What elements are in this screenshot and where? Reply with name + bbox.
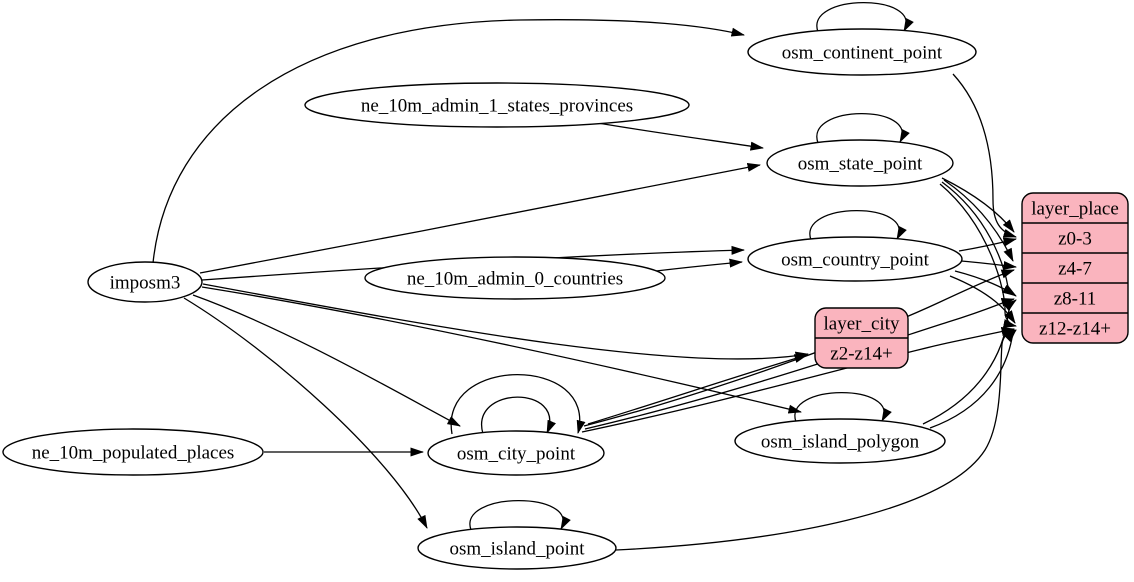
node-ne_10m_populated_places: ne_10m_populated_places (2, 428, 264, 476)
node-ne_10m_admin_1_states_provinces: ne_10m_admin_1_states_provinces (304, 82, 690, 128)
edge-imposm3-to-osm_island_point (183, 297, 428, 529)
edge-imposm3-to-osm_continent_point (152, 19, 745, 264)
record-row-label-layer_place-layer_place: layer_place (1031, 199, 1119, 220)
edge-ne_10m_admin_1_states_provinces-to-osm_state_point (591, 121, 764, 151)
edge-osm_city_point-to-layer_place-z4-7 (583, 269, 1015, 427)
node-ellipse-osm_continent_point (747, 28, 977, 76)
record-row-label-layer_place-z12-z14+: z12-z14+ (1039, 319, 1111, 340)
edge-ne_10m_admin_0_countries-to-osm_country_point (647, 258, 743, 273)
node-label-osm_country_point: osm_country_point (781, 250, 929, 271)
edge-osm_country_point-to-layer_place-z12-z14+ (949, 275, 1016, 324)
record-row-label-layer_place-z8-11: z8-11 (1054, 289, 1097, 310)
node-layer_place: layer_place z0-3 z4-7 z8-11 z12-z14+ (1021, 192, 1129, 344)
node-ellipse-ne_10m_admin_0_countries (364, 256, 666, 300)
node-osm_country_point: osm_country_point (747, 236, 963, 282)
edge-osm_country_point-to-layer_place-z0-3 (958, 237, 1017, 252)
node-ellipse-ne_10m_populated_places (2, 428, 264, 476)
edge-osm_state_point-to-layer_place-z0-3 (941, 177, 1015, 233)
edge-imposm3-to-osm_city_point (192, 294, 461, 427)
record-row-label-layer_place-z0-3: z0-3 (1058, 229, 1092, 250)
edge-osm_state_point-to-osm_state_point (816, 113, 910, 144)
node-label-ne_10m_admin_0_countries: ne_10m_admin_0_countries (407, 269, 623, 290)
edge-osm_continent_point-to-osm_continent_point (816, 2, 914, 33)
node-osm_island_point: osm_island_point (417, 526, 617, 570)
node-ellipse-osm_island_point (417, 526, 617, 570)
edge-osm_island_point-to-osm_island_point (469, 500, 571, 531)
node-imposm3: imposm3 (87, 261, 203, 303)
node-ellipse-ne_10m_admin_1_states_provinces (304, 82, 690, 128)
edge-osm_country_point-to-osm_country_point (809, 210, 907, 241)
nodes-layer: imposm3 ne_10m_admin_1_states_provincesne… (2, 28, 1129, 570)
node-ellipse-osm_state_point (766, 139, 954, 187)
edge-osm_city_point-to-osm_city_point (450, 373, 586, 435)
node-label-ne_10m_populated_places: ne_10m_populated_places (32, 443, 235, 464)
edge-osm_island_polygon-to-osm_island_polygon (794, 392, 892, 423)
node-label-osm_continent_point: osm_continent_point (782, 43, 943, 64)
record-row-label-layer_city-z2-z14+: z2-z14+ (830, 344, 892, 365)
node-osm_island_polygon: osm_island_polygon (734, 418, 946, 464)
node-label-ne_10m_admin_1_states_provinces: ne_10m_admin_1_states_provinces (361, 96, 633, 117)
edge-osm_country_point-to-layer_place-z8-11 (954, 270, 1016, 296)
edge-osm_city_point-to-layer_place-z8-11 (584, 297, 1015, 430)
edges-layer (152, 2, 1017, 551)
node-ne_10m_admin_0_countries: ne_10m_admin_0_countries (364, 256, 666, 300)
node-ellipse-imposm3 (87, 261, 203, 303)
node-ellipse-osm_island_polygon (734, 418, 946, 464)
node-ellipse-osm_city_point (427, 430, 605, 476)
node-ellipse-osm_country_point (747, 236, 963, 282)
node-label-osm_city_point: osm_city_point (457, 444, 576, 465)
edge-imposm3-to-osm_state_point (199, 162, 761, 274)
edge-imposm3-to-layer_city-z2-z14+ (202, 283, 809, 361)
record-row-label-layer_city-layer_city: layer_city (824, 314, 900, 335)
node-label-osm_state_point: osm_state_point (798, 154, 923, 175)
node-label-imposm3: imposm3 (110, 273, 181, 294)
node-label-osm_island_point: osm_island_point (449, 539, 585, 560)
node-layer_city: layer_city z2-z14+ (814, 307, 909, 369)
edge-osm_city_point-to-osm_city_point (480, 396, 556, 435)
node-label-osm_island_polygon: osm_island_polygon (761, 432, 920, 453)
edge-imposm3-to-osm_island_polygon (201, 286, 802, 414)
edge-osm_island_polygon-to-layer_place-z8-11 (922, 299, 1017, 425)
edge-osm_city_point-to-layer_place-z12-z14+ (581, 327, 1015, 433)
edge-osm_state_point-to-layer_place-z4-7 (943, 179, 1014, 262)
record-row-label-layer_place-z4-7: z4-7 (1058, 259, 1092, 280)
node-osm_continent_point: osm_continent_point (747, 28, 977, 76)
node-osm_city_point: osm_city_point (427, 430, 605, 476)
edge-osm_city_point-to-layer_city-z2-z14+ (587, 354, 808, 425)
record-box-layer_place (1021, 192, 1129, 344)
edge-osm_continent_point-to-layer_place-z0-3 (952, 73, 1017, 238)
node-osm_state_point: osm_state_point (766, 139, 954, 187)
edge-osm_island_point-to-layer_place-z12-z14+ (615, 327, 1016, 551)
edge-osm_country_point-to-layer_place-z4-7 (960, 260, 1017, 270)
